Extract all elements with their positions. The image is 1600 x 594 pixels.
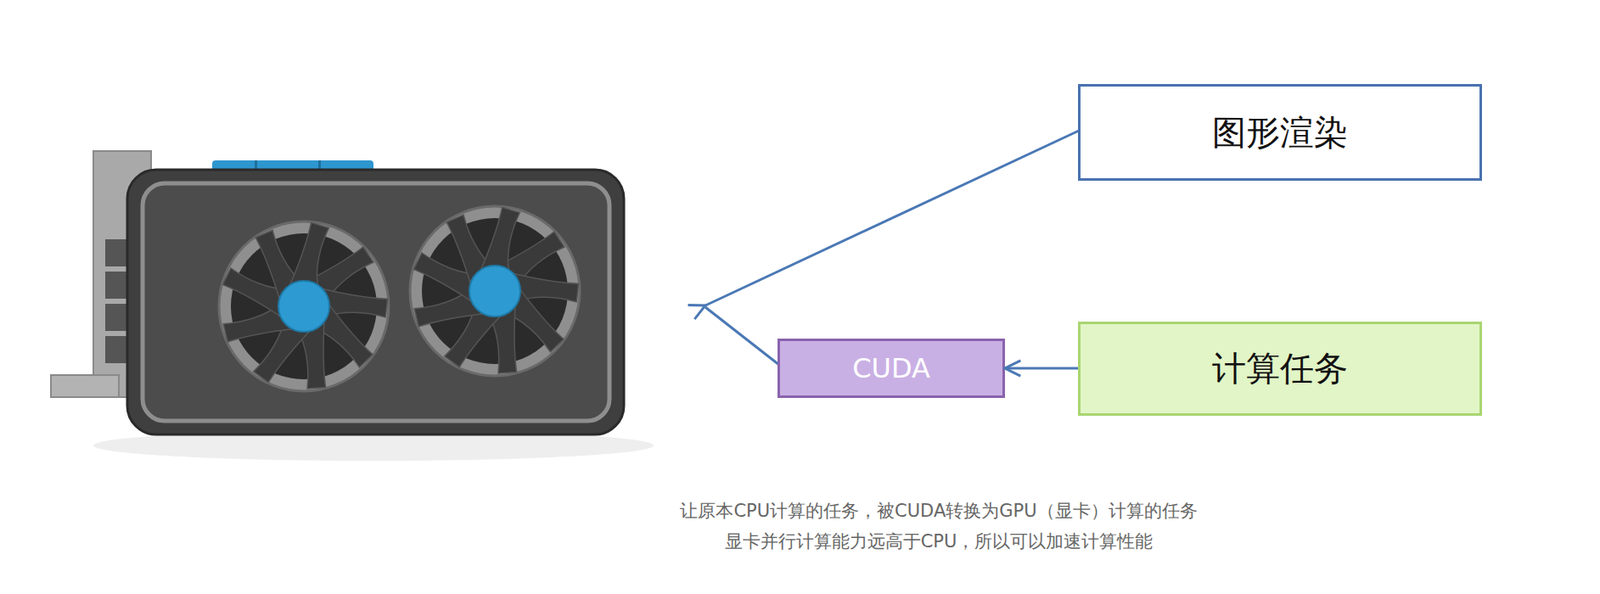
cuda-to-gpu-line: [705, 307, 780, 365]
fan-hub: [469, 265, 521, 317]
fan: [217, 216, 395, 397]
cuda-box: CUDA: [777, 338, 1005, 399]
bracket-foot: [50, 375, 119, 398]
output-box: 图形渲染: [1077, 84, 1483, 181]
node-text: 图形渲染: [1212, 109, 1348, 157]
flow-arrow: [1004, 367, 1078, 371]
card-body: [127, 169, 624, 435]
fan-hub: [278, 280, 330, 332]
note-text: 让原本CPU计算的任务，被CUDA转换为GPU（显卡）计算的任务: [424, 499, 1454, 523]
card-shroud: [142, 183, 610, 422]
fan: [408, 201, 586, 382]
render-arrow: [705, 130, 1079, 306]
node-text: 计算任务: [1212, 345, 1348, 393]
note-text: 显卡并行计算能力远高于CPU，所以可以加速计算性能: [424, 529, 1454, 554]
node-text: CUDA: [852, 352, 931, 385]
task-box: 计算任务: [1077, 321, 1483, 416]
